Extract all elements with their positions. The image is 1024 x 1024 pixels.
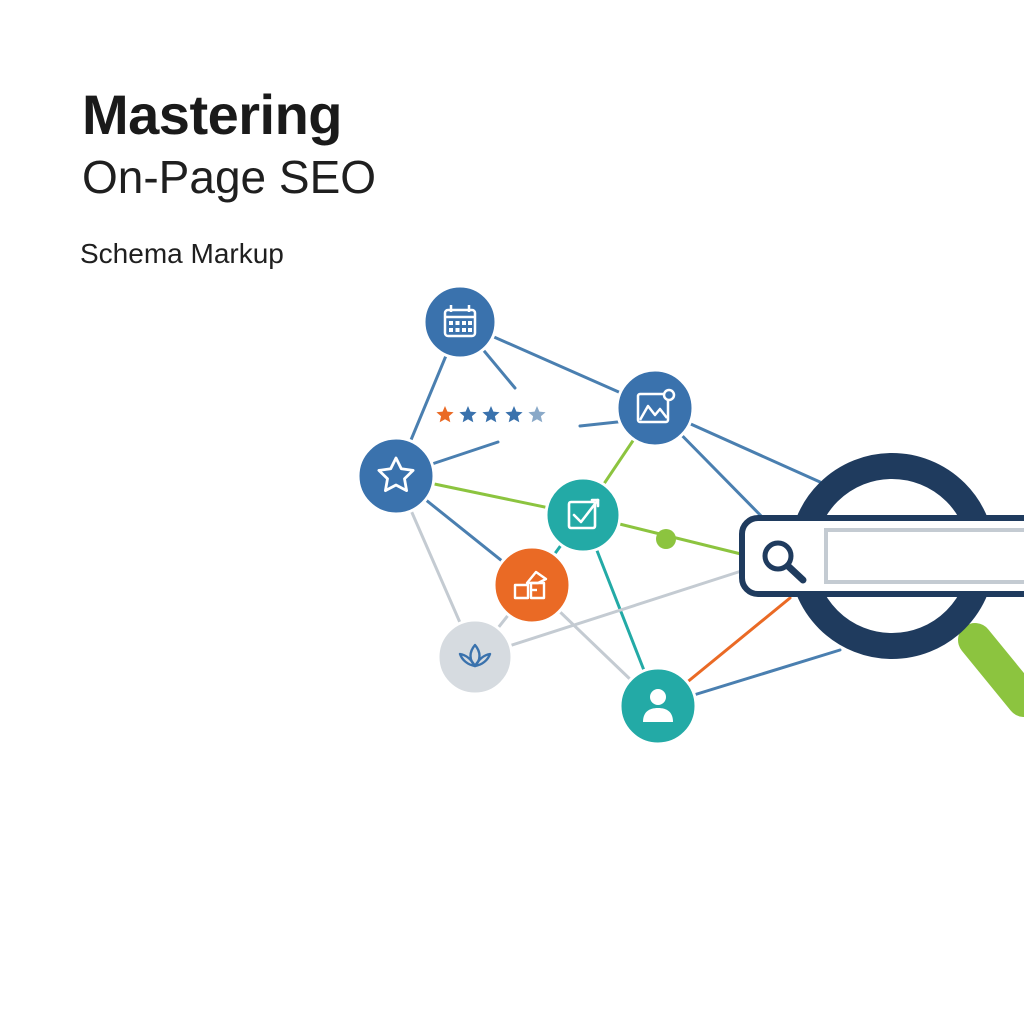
- rating-star-1: [436, 406, 454, 423]
- checkbox-icon: [567, 498, 600, 530]
- rating-star-3: [482, 406, 500, 423]
- rating-star-4: [505, 406, 523, 423]
- rating-star-2: [459, 406, 477, 423]
- image-node: [615, 368, 695, 448]
- calendar-icon: [443, 305, 477, 338]
- section-label: Schema Markup: [80, 238, 284, 269]
- person-icon: [643, 689, 673, 722]
- junction-dot: [656, 529, 676, 549]
- rating-star-5: [528, 406, 546, 423]
- checkbox-node: [544, 476, 622, 554]
- calendar-node: [422, 284, 498, 360]
- lotus-node: [436, 618, 514, 696]
- person-node: [618, 666, 698, 746]
- star-icon: [377, 456, 415, 493]
- edge-lotus-searchbar: [473, 563, 762, 659]
- search-icon: [762, 540, 807, 584]
- boxes-icon: [513, 570, 548, 600]
- page-subtitle: On-Page SEO: [82, 151, 377, 203]
- search-bar[interactable]: [739, 515, 1024, 597]
- lotus-icon: [458, 643, 492, 668]
- rating-stars: [436, 406, 546, 423]
- page-title: Mastering: [82, 83, 343, 146]
- image-icon: [636, 388, 676, 424]
- product-node: [492, 545, 572, 625]
- star-node: [356, 436, 436, 516]
